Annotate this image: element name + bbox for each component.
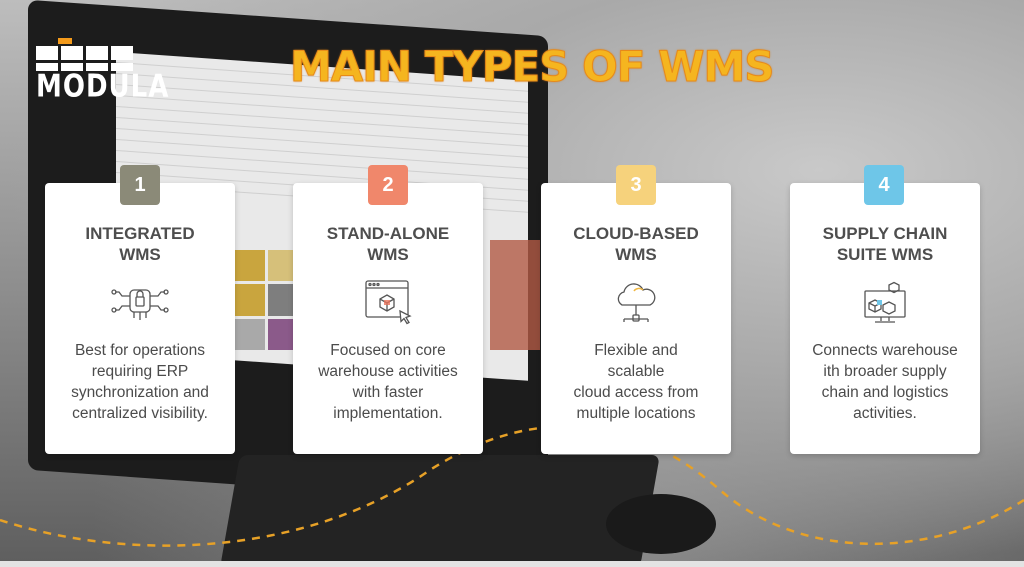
monitor-boxes-icon — [864, 281, 906, 323]
cloud-network-icon — [617, 283, 656, 322]
page-title: MAIN TYPES OF WMS — [290, 42, 776, 92]
background-desk-edge — [0, 561, 1024, 567]
chip-network-icon — [111, 289, 169, 320]
background-screen-red-block — [490, 240, 540, 350]
modula-logo: MODULA — [36, 38, 170, 105]
browser-box-cursor-icon — [365, 280, 412, 325]
card-number-badge: 1 — [120, 165, 160, 205]
background-mouse — [606, 494, 716, 554]
logo-text: MODULA — [36, 69, 170, 105]
card-number-badge: 3 — [616, 165, 656, 205]
card-number-badge: 2 — [368, 165, 408, 205]
card-number-badge: 4 — [864, 165, 904, 205]
